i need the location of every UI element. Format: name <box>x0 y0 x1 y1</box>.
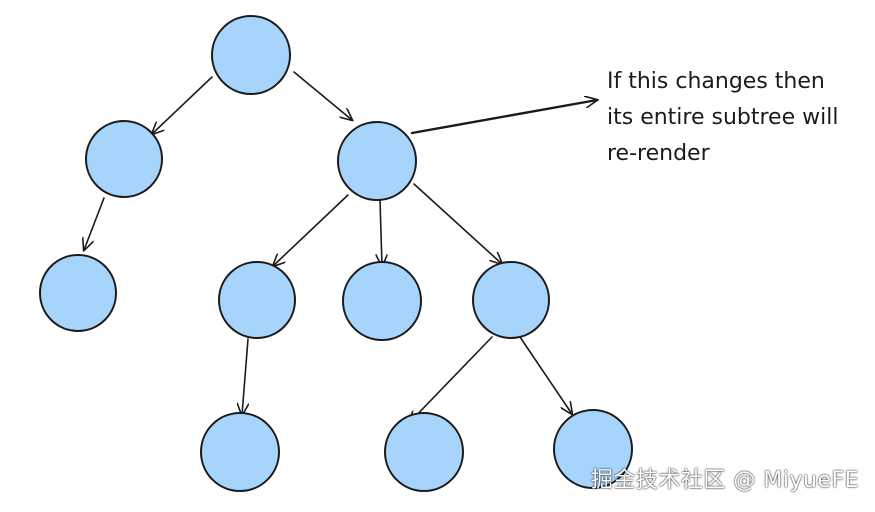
edge-highlighted-to-child-1 <box>273 194 349 266</box>
annotation-line-1: If this changes then <box>607 69 825 94</box>
edge-highlighted-to-child-2 <box>380 199 382 266</box>
annotation-line-2: its entire subtree will <box>607 105 839 130</box>
edge-child-1-to-grandchild <box>242 338 248 415</box>
left-leaf-node <box>39 254 117 332</box>
annotation-arrow <box>410 100 597 135</box>
left-child-node <box>85 120 163 198</box>
annotation-text: If this changes then its entire subtree … <box>607 64 872 172</box>
root-node <box>211 15 291 95</box>
highlighted-changing-node <box>337 121 417 201</box>
subtree-child-node-3 <box>472 261 550 339</box>
edge-root-to-highlighted-child <box>293 71 352 120</box>
edge-child-3-to-grandchild-1 <box>409 336 493 423</box>
subtree-grandchild-node-3 <box>553 409 633 489</box>
edge-highlighted-to-child-3 <box>413 183 502 264</box>
subtree-child-node-1 <box>218 261 296 339</box>
watermark: 掘金技术社区 @ MiyueFE <box>590 468 859 493</box>
edge-child-3-to-grandchild-2 <box>519 336 572 414</box>
subtree-grandchild-node-2 <box>384 412 464 492</box>
annotation-line-3: re-render <box>607 141 710 166</box>
edge-left-child-to-leaf <box>84 197 105 250</box>
edge-root-to-left-child <box>152 76 213 134</box>
subtree-child-node-2 <box>342 261 422 341</box>
subtree-grandchild-node-1 <box>200 412 280 492</box>
